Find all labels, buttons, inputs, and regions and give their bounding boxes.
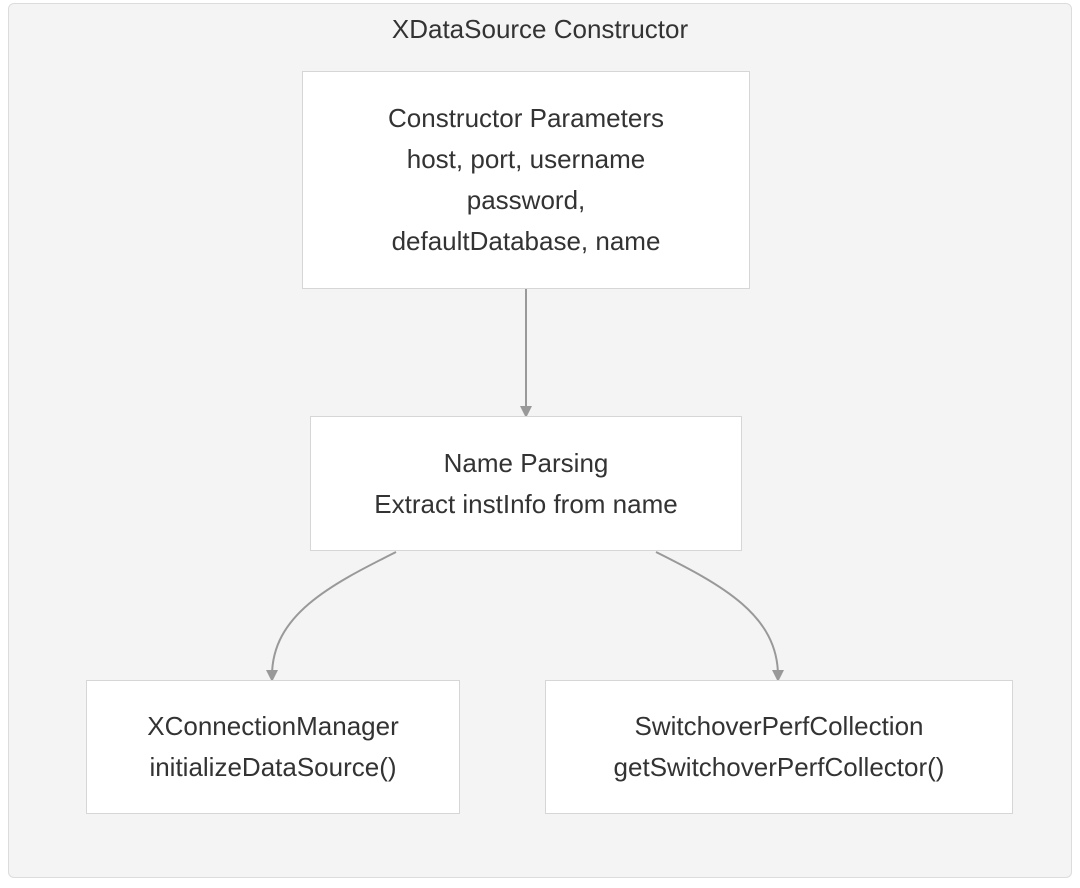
node-line: getSwitchoverPerfCollector() [613,752,945,782]
node-line: XConnectionManager [147,711,399,741]
node-line: host, port, username [406,144,646,174]
node-xconnection-manager: XConnectionManager initializeDataSource(… [86,680,460,814]
node-line: Name Parsing [443,447,609,478]
node-line: defaultDatabase, name [391,226,661,256]
node-constructor-parameters: Constructor Parameters host, port, usern… [302,71,750,289]
node-line: password, [466,185,586,215]
node-switchover-perf-collection: SwitchoverPerfCollection getSwitchoverPe… [545,680,1013,814]
diagram-title: XDataSource Constructor [391,14,689,44]
edge-parsing-to-switchover [655,551,784,682]
node-line: Extract instInfo from name [374,488,678,519]
node-line: SwitchoverPerfCollection [634,711,924,741]
node-name-parsing: Name Parsing Extract instInfo from name [310,416,742,551]
node-line: initializeDataSource() [149,752,397,782]
node-line: Constructor Parameters [388,103,664,133]
edge-parsing-to-manager [266,551,397,682]
